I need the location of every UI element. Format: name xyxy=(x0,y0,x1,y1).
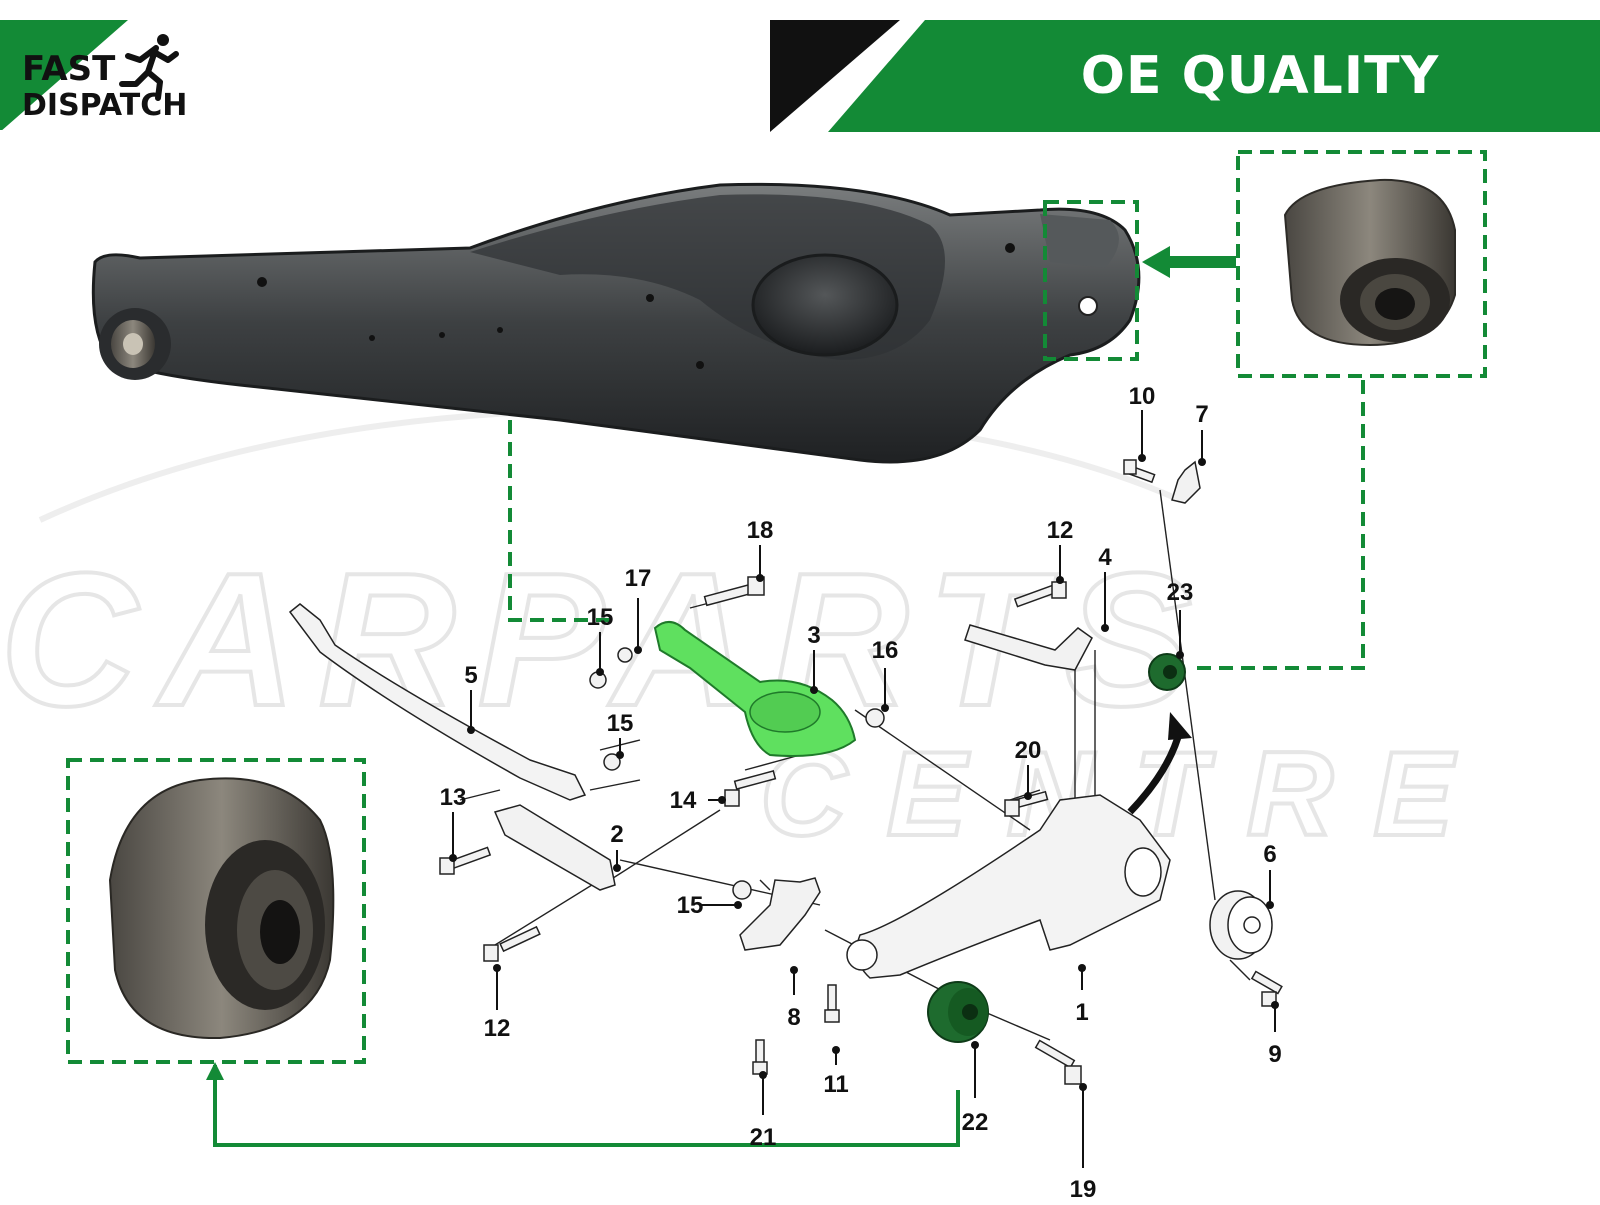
callout-1: 1 xyxy=(1075,999,1088,1026)
callout-19: 19 xyxy=(1070,1176,1097,1203)
callout-dots xyxy=(449,454,1279,1091)
stabilizer-bar xyxy=(288,603,587,801)
bracket-7 xyxy=(1171,460,1201,504)
callout-10: 10 xyxy=(1129,383,1156,410)
callout-8: 8 xyxy=(787,1004,800,1031)
link-arm-2 xyxy=(493,804,616,891)
fast-dispatch-logo xyxy=(0,0,179,130)
callout-18: 18 xyxy=(747,517,774,544)
green-arrow-left xyxy=(1142,246,1236,278)
banner-title: OE QUALITY xyxy=(1080,46,1440,106)
dashed-box-bushing-bottom xyxy=(66,758,366,1064)
logo-green-corner xyxy=(0,20,128,130)
logo-text-fast: FAST xyxy=(22,49,116,89)
callout-15a: 15 xyxy=(587,604,614,631)
link-rod-4 xyxy=(964,624,1093,671)
wheel-hub xyxy=(1209,890,1273,960)
callout-3: 3 xyxy=(807,622,820,649)
callout-9: 9 xyxy=(1268,1041,1281,1068)
callout-7: 7 xyxy=(1195,401,1208,428)
callout-4: 4 xyxy=(1098,544,1112,571)
callout-labels: 1 2 3 4 5 6 7 8 9 10 11 12 12 13 14 15 1… xyxy=(440,383,1282,1203)
bushing-23 xyxy=(1148,653,1186,691)
callout-22: 22 xyxy=(962,1109,989,1136)
dashed-box-bushing-top xyxy=(1236,150,1487,378)
curved-arrow-icon xyxy=(1127,729,1184,815)
callout-5: 5 xyxy=(464,662,477,689)
callout-17: 17 xyxy=(625,565,652,592)
fasteners xyxy=(439,459,1283,1085)
callout-13: 13 xyxy=(440,784,467,811)
callout-11: 11 xyxy=(823,1071,848,1098)
bushing-22 xyxy=(927,981,989,1043)
bracket-8 xyxy=(739,877,821,951)
bushing-photo-bottom-left xyxy=(108,777,335,1040)
running-man-icon xyxy=(119,34,179,101)
green-arrow-up xyxy=(206,1062,224,1080)
callout-15c: 15 xyxy=(677,892,704,919)
lower-control-arm-photo xyxy=(91,182,1141,464)
callout-16: 16 xyxy=(872,637,899,664)
callout-2: 2 xyxy=(610,821,623,848)
callout-6: 6 xyxy=(1263,841,1276,868)
bushing-photo-top-right xyxy=(1283,178,1456,347)
dashed-box-arm-end xyxy=(1043,200,1139,361)
dashed-callout-boxes xyxy=(66,150,1487,1064)
callout-20: 20 xyxy=(1015,737,1042,764)
callout-23: 23 xyxy=(1167,579,1194,606)
green-connector-lines xyxy=(213,380,1365,1147)
callout-21: 21 xyxy=(750,1124,777,1151)
callout-12a: 12 xyxy=(1047,517,1074,544)
highlighted-control-arm-3 xyxy=(653,621,857,757)
oe-quality-banner xyxy=(770,20,1600,132)
logo-text-dispatch: DISPATCH xyxy=(22,88,188,123)
callout-15b: 15 xyxy=(607,710,634,737)
trailing-arm-knuckle xyxy=(855,794,1171,979)
callout-12b: 12 xyxy=(484,1015,511,1042)
callout-14: 14 xyxy=(670,787,697,814)
